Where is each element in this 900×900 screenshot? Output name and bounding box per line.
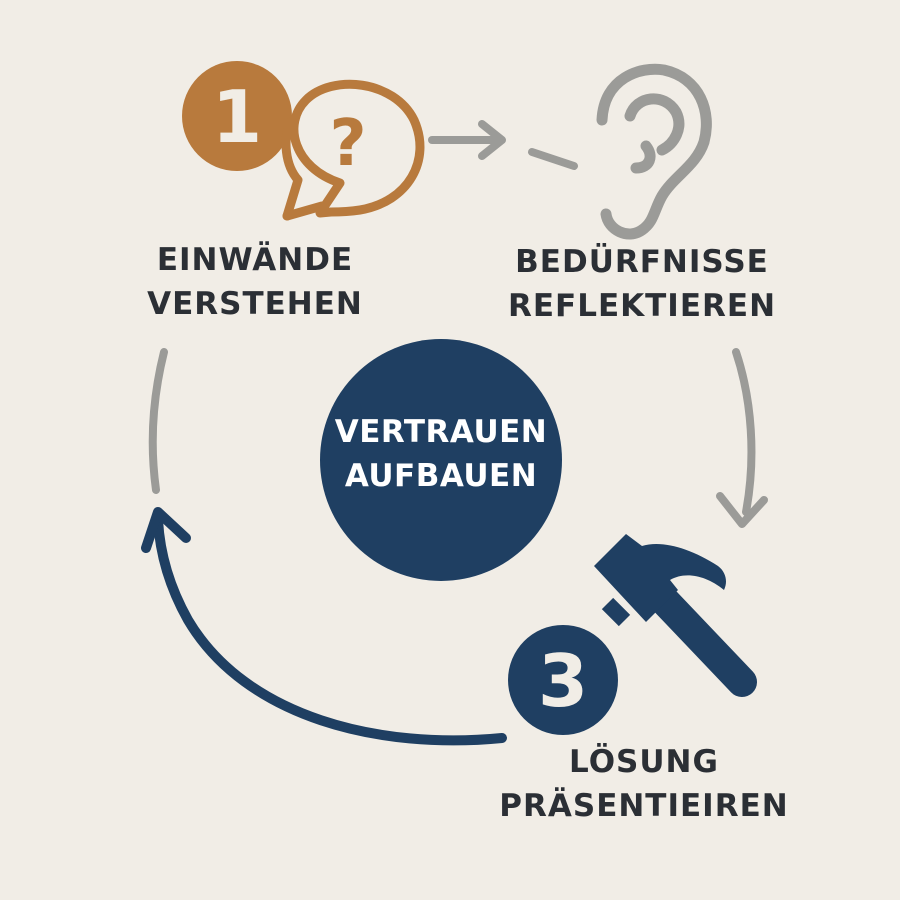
step-3-badge [508, 625, 618, 735]
step-1-badge [182, 61, 292, 171]
arrow-step1-to-step2 [428, 120, 578, 170]
question-speech-bubble-icon: ? [281, 79, 425, 221]
step-1-label-line2: VERSTEHEN [147, 286, 363, 322]
center-circle [320, 339, 562, 581]
arrow-step3-to-step1 [141, 507, 507, 746]
ear-icon [596, 63, 712, 240]
question-mark-glyph: ? [329, 107, 366, 181]
center-label: VERTRAUEN AUFBAUEN [321, 410, 561, 498]
step-1-label-line1: EINWÄNDE [156, 242, 354, 278]
step-3-label-line1: LÖSUNG [569, 744, 719, 780]
step-1-label: EINWÄNDE VERSTEHEN [130, 238, 380, 326]
step-2-label: BEDÜRFNISSE REFLEKTIEREN [502, 240, 782, 328]
step-3-number: 3 [538, 639, 588, 723]
center-label-line1: VERTRAUEN [334, 414, 548, 450]
center-label-line2: AUFBAUEN [344, 458, 538, 494]
step-3-label: LÖSUNG PRÄSENTIEIREN [494, 740, 794, 828]
step-2-label-line2: REFLEKTIEREN [507, 288, 777, 324]
arrow-step2-to-step3 [716, 348, 768, 528]
left-cycle-segment [148, 348, 168, 494]
step-3-label-line2: PRÄSENTIEIREN [499, 788, 789, 824]
step-1-number: 1 [212, 75, 262, 159]
step-2-label-line1: BEDÜRFNISSE [515, 244, 769, 280]
hammer-icon [594, 534, 757, 697]
